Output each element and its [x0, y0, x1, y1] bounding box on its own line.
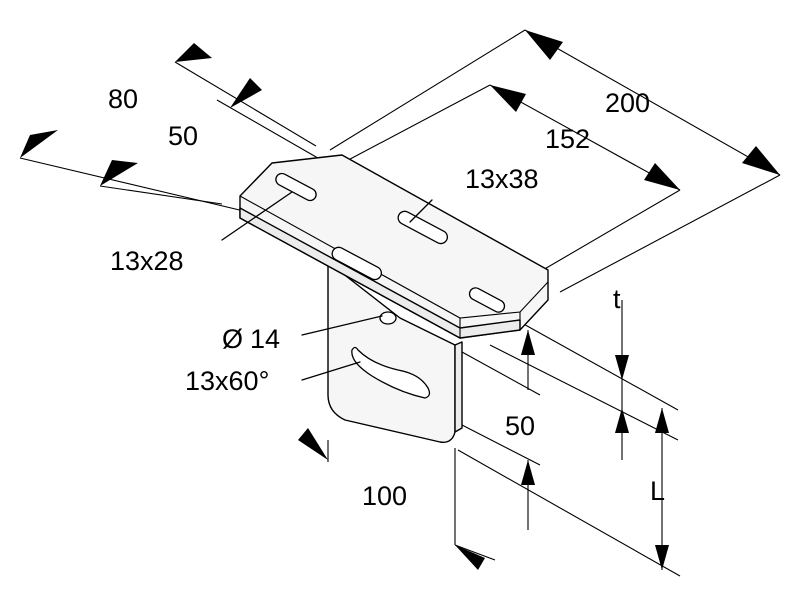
dim-13x28-label: 13x28: [110, 246, 184, 276]
dim-13x38-label: 13x38: [465, 164, 539, 194]
arc-slot-13x60: [351, 346, 431, 399]
dim-152-label: 152: [545, 124, 590, 154]
hole-d14: [379, 311, 397, 325]
arrow-80-bottom: [20, 130, 58, 158]
dimension-arrows: [20, 30, 780, 570]
slot-end: [468, 287, 506, 313]
extension-lines: [19, 29, 781, 577]
dim-L-label: L: [650, 476, 665, 506]
arrow-50v-bottom: [521, 460, 535, 485]
arrow-100-left: [298, 428, 328, 460]
slot-13x38-left: [331, 246, 383, 281]
arrow-80-top: [175, 43, 212, 62]
arrow-152-right: [644, 163, 680, 190]
dim-d14-label: 14: [250, 324, 280, 354]
arrow-50v-top: [521, 330, 535, 355]
arrow-L-bottom: [655, 545, 669, 570]
diameter-symbol: Ø: [222, 324, 243, 354]
top-mounting-plate: [239, 154, 549, 339]
arrow-t-bottom: [615, 408, 629, 433]
dim-80-label: 80: [108, 84, 138, 114]
arrow-50-top: [230, 78, 262, 108]
dimension-labels: 80 50 200 152 13x38 13x28 Ø 14 13x60° 50…: [108, 84, 665, 511]
arrow-100-right: [455, 545, 485, 570]
slot-13x38-right: [397, 210, 449, 245]
arrow-L-top: [655, 408, 669, 433]
arrow-200-left: [525, 30, 563, 60]
vertical-bracket-plate: [327, 261, 463, 443]
leader-lines: [221, 191, 433, 381]
dim-50-height-label: 50: [505, 411, 535, 441]
arrow-152-left: [490, 85, 526, 112]
dim-50-label: 50: [168, 121, 198, 151]
dim-100-label: 100: [362, 481, 407, 511]
arrow-t-top: [615, 355, 629, 380]
arrow-50-bottom: [100, 160, 138, 186]
arrow-200-right: [742, 146, 780, 175]
dim-200-label: 200: [605, 88, 650, 118]
slot-13x28: [275, 172, 317, 202]
dim-13x60-label: 13x60°: [185, 366, 269, 396]
dim-t-label: t: [613, 284, 621, 314]
